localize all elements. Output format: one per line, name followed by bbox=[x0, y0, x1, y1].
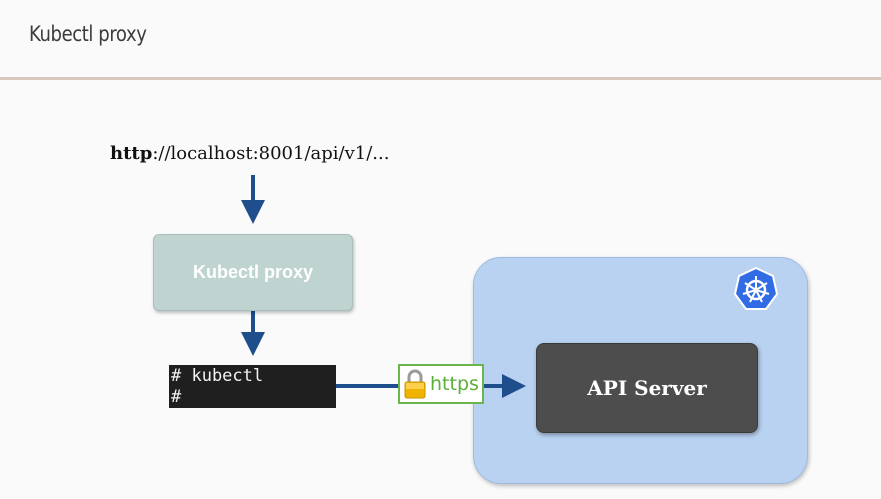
request-url: http://localhost:8001/api/v1/... bbox=[110, 143, 389, 164]
api-server-label: API Server bbox=[587, 376, 707, 400]
terminal-line-1: # kubectl bbox=[171, 366, 264, 386]
terminal-window: # kubectl# bbox=[169, 365, 336, 408]
url-scheme: http bbox=[110, 143, 153, 164]
https-badge: https bbox=[398, 364, 484, 404]
lock-icon bbox=[404, 369, 426, 399]
kubectl-proxy-box: Kubectl proxy bbox=[153, 234, 353, 311]
terminal-line-2: # bbox=[171, 387, 182, 407]
url-path: ://localhost:8001/api/v1/... bbox=[152, 143, 390, 164]
kubectl-proxy-label: Kubectl proxy bbox=[192, 262, 314, 282]
title-bar: Kubectl proxy bbox=[0, 0, 881, 80]
api-server-box: API Server bbox=[536, 343, 758, 433]
slide-title: Kubectl proxy bbox=[29, 22, 147, 46]
kubernetes-icon bbox=[733, 266, 779, 310]
https-label: https bbox=[430, 373, 479, 395]
